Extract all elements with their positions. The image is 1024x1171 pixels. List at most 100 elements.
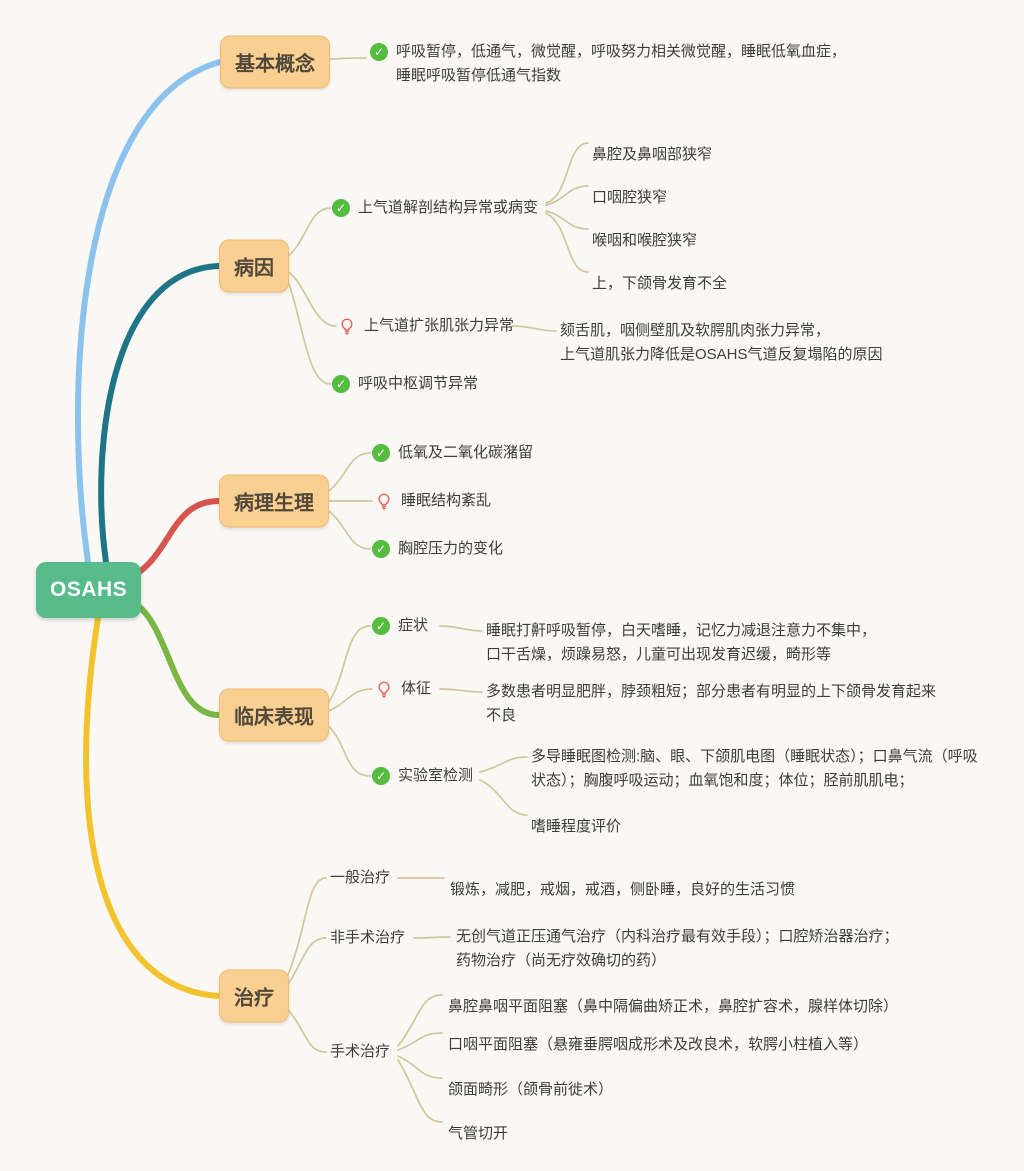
link-clinical-lab	[325, 723, 371, 777]
node-tracheotomy[interactable]: 气管切开	[448, 1098, 508, 1146]
topic-label: 病理生理	[234, 492, 314, 515]
link-anatomy-oropharynx	[545, 185, 589, 206]
node-label: 颌面畸形（颌骨前徙术）	[448, 1081, 614, 1098]
root-label: OSAHS	[50, 578, 128, 601]
node-label: 上气道解剖结构异常或病变	[358, 199, 539, 216]
node-hypoxia-co2-retention[interactable]: ✓ 低氧及二氧化碳潴留	[372, 441, 533, 465]
check-icon: ✓	[332, 375, 350, 393]
node-symptoms[interactable]: ✓ 症状	[372, 614, 428, 638]
branch-line-treatment	[83, 615, 222, 999]
link-etiology-central	[284, 273, 331, 385]
node-general-treatment-detail[interactable]: 锻炼，减肥，戒烟，戒酒，侧卧睡，良好的生活习惯	[450, 854, 795, 902]
node-nasal-stenosis[interactable]: 鼻腔及鼻咽部狭窄	[592, 119, 712, 167]
node-signs-detail[interactable]: 多数患者明显肥胖，脖颈粗短；部分患者有明显的上下颌骨发育起来 不良	[486, 656, 936, 728]
node-label: 呼吸暂停，低通气，微觉醒，呼吸努力相关微觉醒，睡眠低氧血症， 睡眠呼吸暂停低通气…	[396, 43, 847, 84]
link-anatomy-laryngopharynx	[545, 210, 589, 230]
node-signs[interactable]: 体征	[375, 677, 431, 701]
check-icon: ✓	[372, 617, 390, 635]
node-label: 非手术治疗	[330, 929, 406, 946]
link-patho-thoracic	[325, 508, 371, 550]
node-thoracic-pressure-change[interactable]: ✓ 胸腔压力的变化	[372, 537, 503, 561]
node-nonsurgical-treatment[interactable]: 非手术治疗	[330, 926, 405, 950]
node-jaw-hypoplasia[interactable]: 上，下颌骨发育不全	[592, 248, 727, 296]
link-symptoms-detail	[439, 625, 483, 632]
link-muscle-detail	[511, 325, 557, 332]
node-label: 症状	[398, 617, 429, 634]
link-treatment-surgical	[284, 1005, 327, 1053]
node-nonsurgical-treatment-detail[interactable]: 无创气道正压通气治疗（内科治疗最有效手段）；口腔矫治器治疗； 药物治疗（尚无疗效…	[456, 901, 899, 973]
node-label: 上气道扩张肌张力异常	[364, 317, 515, 334]
check-icon: ✓	[372, 444, 390, 462]
check-icon: ✓	[372, 767, 390, 785]
lightbulb-icon	[375, 492, 393, 510]
node-label: 一般治疗	[330, 869, 391, 886]
node-label: 嗜睡程度评价	[531, 818, 622, 835]
node-sleepiness-evaluation[interactable]: 嗜睡程度评价	[531, 791, 621, 839]
node-label: 睡眠打鼾呼吸暂停，白天嗜睡，记忆力减退注意力不集中， 口干舌燥，烦躁易怒，儿童可…	[486, 622, 877, 663]
topic-treatment[interactable]: 治疗	[219, 969, 289, 1023]
link-clinical-signs	[325, 688, 373, 713]
topic-label: 治疗	[234, 987, 274, 1010]
topic-etiology[interactable]: 病因	[219, 239, 289, 293]
node-basic-concept-detail[interactable]: ✓ 呼吸暂停，低通气，微觉醒，呼吸努力相关微觉醒，睡眠低氧血症， 睡眠呼吸暂停低…	[370, 40, 846, 88]
topic-clinical-manifestations[interactable]: 临床表现	[219, 688, 329, 742]
link-etiology-muscle	[284, 269, 337, 327]
node-label: 鼻腔及鼻咽部狭窄	[592, 146, 713, 163]
link-treatment-general	[284, 877, 327, 983]
node-sleep-structure-disorder[interactable]: 睡眠结构紊乱	[375, 489, 491, 513]
lightbulb-icon	[375, 680, 393, 698]
check-icon: ✓	[370, 43, 388, 61]
node-label: 胸腔压力的变化	[398, 540, 504, 557]
check-icon: ✓	[332, 199, 350, 217]
topic-label: 病因	[234, 257, 274, 280]
link-anatomy-nasal	[545, 142, 589, 204]
link-signs-detail	[439, 688, 483, 693]
check-icon: ✓	[372, 540, 390, 558]
node-label: 鼻腔鼻咽平面阻塞（鼻中隔偏曲矫正术，鼻腔扩容术，腺样体切除）	[448, 998, 899, 1015]
node-label: 低氧及二氧化碳潴留	[398, 444, 534, 461]
node-label: 多导睡眠图检测:脑、眼、下颌肌电图（睡眠状态）；口鼻气流（呼吸 状态）；胸腹呼吸…	[531, 748, 978, 789]
node-airway-anatomy-abnormality[interactable]: ✓ 上气道解剖结构异常或病变	[332, 196, 538, 220]
node-label: 锻炼，减肥，戒烟，戒酒，侧卧睡，良好的生活习惯	[450, 881, 796, 898]
node-surgical-treatment[interactable]: 手术治疗	[330, 1040, 390, 1064]
node-label: 呼吸中枢调节异常	[358, 375, 479, 392]
node-label: 体征	[401, 680, 432, 697]
node-label: 手术治疗	[330, 1043, 391, 1060]
branch-line-etiology	[98, 263, 222, 565]
topic-label: 临床表现	[234, 706, 314, 729]
branch-line-clinical	[127, 597, 222, 718]
link-patho-hypoxia	[325, 452, 371, 494]
topic-basic-concepts[interactable]: 基本概念	[220, 35, 330, 89]
node-label: 喉咽和喉腔狭窄	[592, 232, 698, 249]
branch-line-pathophysiology	[127, 498, 222, 581]
branch-line-basic-concepts	[74, 59, 223, 565]
link-lab-psg	[479, 756, 528, 773]
node-label: 无创气道正压通气治疗（内科治疗最有效手段）；口腔矫治器治疗； 药物治疗（尚无疗效…	[456, 928, 899, 969]
lightbulb-icon	[338, 317, 356, 335]
node-psg-detail[interactable]: 多导睡眠图检测:脑、眼、下颌肌电图（睡眠状态）；口鼻气流（呼吸 状态）；胸腹呼吸…	[531, 721, 978, 793]
link-lab-sleepiness	[479, 779, 528, 816]
link-surgical-maxillofacial	[397, 1055, 443, 1079]
node-label: 口咽平面阻塞（悬雍垂腭咽成形术及改良术，软腭小柱植入等）	[448, 1036, 869, 1053]
node-label: 多数患者明显肥胖，脖颈粗短；部分患者有明显的上下颌骨发育起来 不良	[486, 683, 937, 724]
node-general-treatment[interactable]: 一般治疗	[330, 866, 390, 890]
node-nasal-plane-obstruction[interactable]: 鼻腔鼻咽平面阻塞（鼻中隔偏曲矫正术，鼻腔扩容术，腺样体切除）	[448, 971, 898, 1019]
node-laryngopharynx-stenosis[interactable]: 喉咽和喉腔狭窄	[592, 205, 697, 253]
link-anatomy-jaw	[545, 212, 589, 273]
topic-pathophysiology[interactable]: 病理生理	[219, 474, 329, 528]
node-label: 颏舌肌，咽侧壁肌及软腭肌肉张力异常， 上气道肌张力降低是OSAHS气道反复塌陷的…	[560, 322, 883, 363]
link-etiology-anatomy	[284, 207, 331, 259]
node-laboratory-tests[interactable]: ✓ 实验室检测	[372, 764, 473, 788]
node-oropharyngeal-plane-obstruction[interactable]: 口咽平面阻塞（悬雍垂腭咽成形术及改良术，软腭小柱植入等）	[448, 1009, 868, 1057]
node-symptoms-detail[interactable]: 睡眠打鼾呼吸暂停，白天嗜睡，记忆力减退注意力不集中， 口干舌燥，烦躁易怒，儿童可…	[486, 595, 876, 667]
root-node-osahs[interactable]: OSAHS	[36, 562, 142, 618]
node-muscle-tone-detail[interactable]: 颏舌肌，咽侧壁肌及软腭肌肉张力异常， 上气道肌张力降低是OSAHS气道反复塌陷的…	[560, 295, 883, 367]
node-dilator-muscle-tone[interactable]: 上气道扩张肌张力异常	[338, 314, 514, 338]
node-central-regulation-abnormality[interactable]: ✓ 呼吸中枢调节异常	[332, 372, 478, 396]
link-surgical-oropharyngeal	[397, 1032, 443, 1051]
node-maxillofacial-deformity[interactable]: 颌面畸形（颌骨前徙术）	[448, 1054, 613, 1102]
node-oropharynx-stenosis[interactable]: 口咽腔狭窄	[592, 162, 667, 210]
link-surgical-nasal	[397, 994, 443, 1047]
